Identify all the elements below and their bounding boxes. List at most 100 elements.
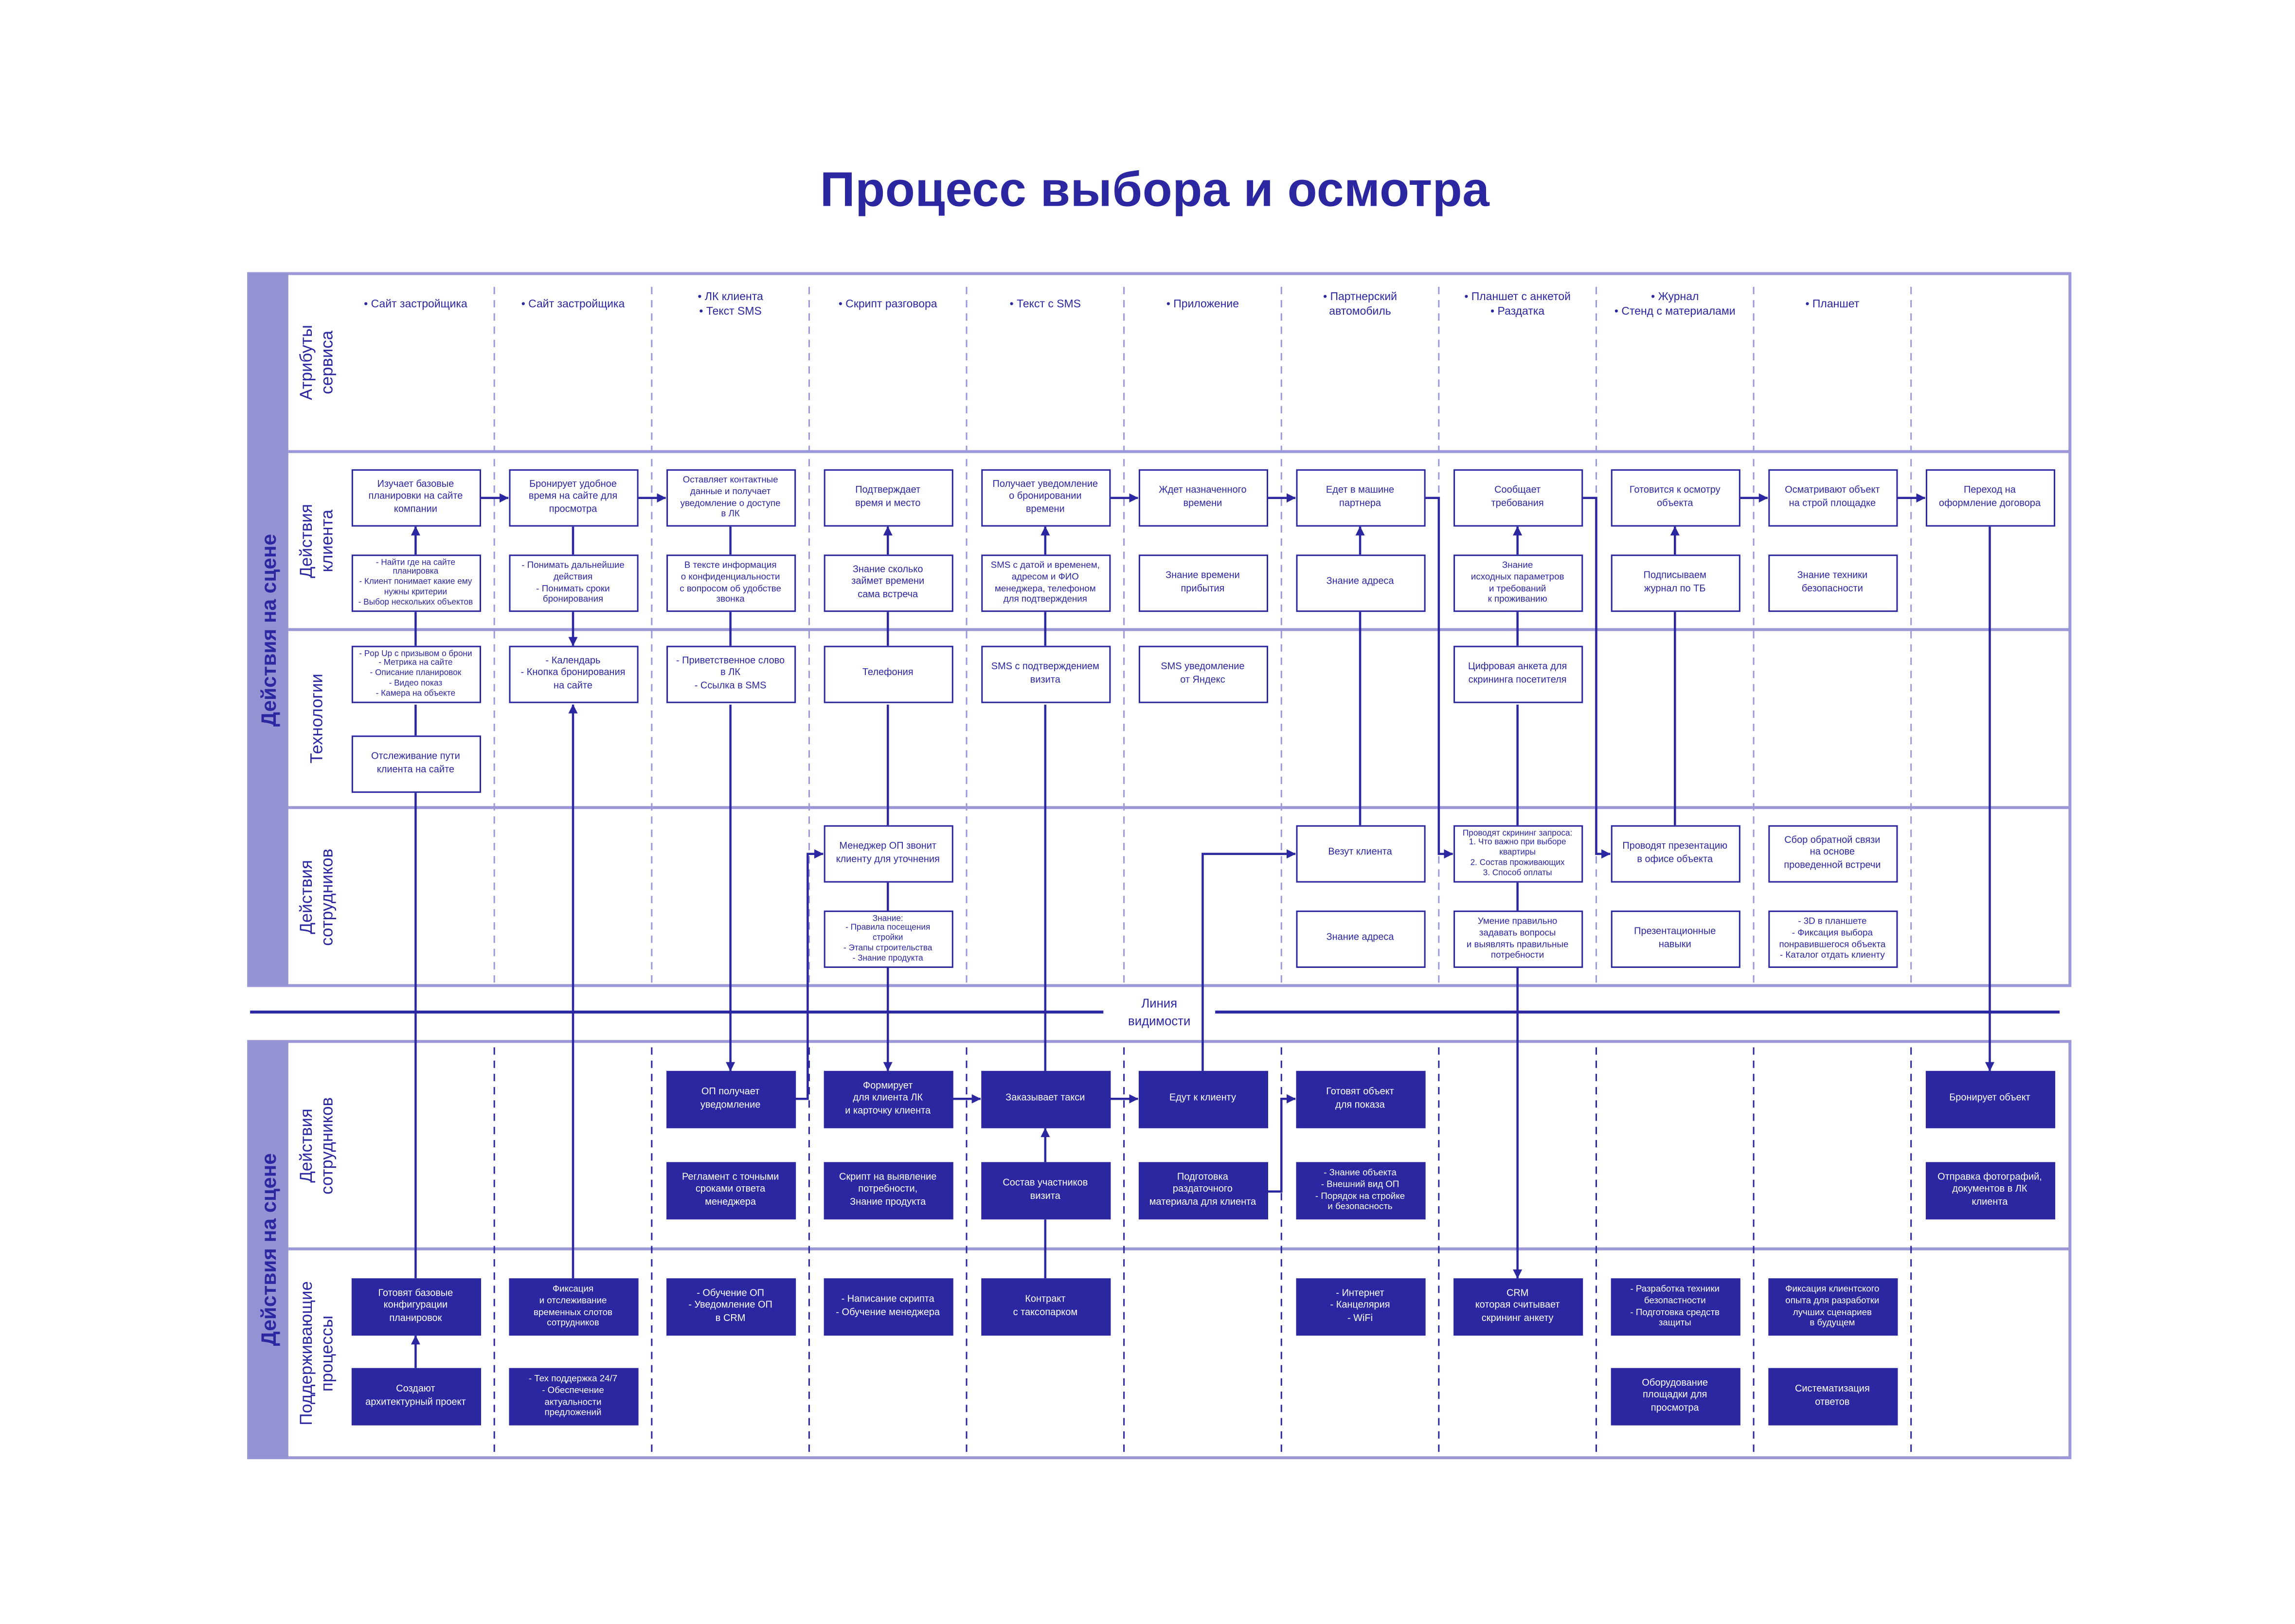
client-knowledge-box: В тексте информация о конфиденциальности…: [665, 554, 795, 612]
support-box: CRM которая считывает скрининг анкету: [1452, 1278, 1582, 1336]
tech-box: Цифровая анкета для скрининга посетителя: [1452, 645, 1582, 703]
backstage-knowledge-box: Скрипт на выявление потребности, Знание …: [823, 1162, 953, 1220]
connector-arrow: [1267, 1094, 1296, 1193]
client-action-box: Подтверждает время и место: [823, 469, 953, 527]
attribute-item: Приложение: [1166, 297, 1239, 312]
backstage-action-box: Едут к клиенту: [1138, 1071, 1268, 1128]
support-box: - Обучение ОП - Уведомление ОП в CRM: [665, 1278, 795, 1336]
connector-arrow: [1582, 497, 1611, 859]
client-knowledge-box: - Найти где на сайте планировка - Клиент…: [351, 554, 481, 612]
tech-box: - Приветственное слово в ЛК - Ссылка в S…: [665, 645, 795, 703]
client-knowledge-box: Знание сколько займет времени сама встре…: [823, 554, 953, 612]
client-knowledge-box: Знание техники безопасности: [1767, 554, 1897, 612]
connector-arrow: [795, 849, 824, 1100]
support-box: Контракт с таксопарком: [980, 1278, 1110, 1336]
onstage-band: [249, 273, 288, 986]
client-knowledge-box: Подписываем журнал по ТБ: [1610, 554, 1740, 612]
attribute-item: Журнал: [1651, 290, 1699, 304]
client-action-box: Изучает базовые планировки на сайте комп…: [351, 469, 481, 527]
backstage-knowledge-box: - Знание объекта - Внешний вид ОП - Поря…: [1295, 1162, 1425, 1220]
client-knowledge-box: - Понимать дальнейшие действия - Понимат…: [508, 554, 638, 612]
client-action-box: Получает уведомление о бронировании врем…: [980, 469, 1110, 527]
tech-box: SMS с подтверждением визита: [980, 645, 1110, 703]
backstage-knowledge-box: Регламент с точными сроками ответа менед…: [665, 1162, 795, 1220]
visibility-line-left: [250, 1010, 1104, 1014]
backstage-action-box: ОП получает уведомление: [665, 1071, 795, 1128]
attribute-item: ЛК клиента: [698, 290, 763, 304]
staff-action-box: Везут клиента: [1295, 825, 1425, 883]
staff-action-box: Менеджер ОП звонит клиенту для уточнения: [823, 825, 953, 883]
support-extra-box: Создают архитектурный проект: [351, 1368, 481, 1426]
attribute-item: Текст с SMS: [1010, 297, 1081, 312]
backstage-knowledge-box: Отправка фотографий, документов в ЛК кли…: [1925, 1162, 2055, 1220]
client-action-box: Бронирует удобное время на сайте для про…: [508, 469, 638, 527]
support-extra-box: - Тех поддержка 24/7 - Обеспечение актуа…: [508, 1368, 638, 1426]
visibility-line-right: [1215, 1010, 2060, 1014]
connector-arrow: [1425, 497, 1453, 859]
tech-box: Телефония: [823, 645, 953, 703]
service-attributes: Скрипт разговора: [811, 286, 965, 324]
client-knowledge-box: SMS с датой и временем, адресом и ФИО ме…: [980, 554, 1110, 612]
attribute-item: Планшет с анкетой: [1464, 290, 1571, 304]
client-action-box: Готовится к осмотру объекта: [1610, 469, 1740, 527]
attribute-item: Скрипт разговора: [839, 297, 937, 312]
tech-box: - Календарь - Кнопка бронирования на сай…: [508, 645, 638, 703]
support-box: - Интернет - Канцелярия - WiFi: [1295, 1278, 1425, 1336]
client-knowledge-box: Знание адреса: [1295, 554, 1425, 612]
service-attributes: [1913, 286, 2066, 324]
attribute-item: Партнерский автомобиль: [1323, 290, 1397, 319]
attribute-item: Стенд с материалами: [1614, 304, 1735, 319]
support-extra-box: Систематизация ответов: [1767, 1368, 1897, 1426]
client-knowledge-box: Знание исходных параметров и требований …: [1452, 554, 1582, 612]
backstage-action-box: Заказывает такси: [980, 1071, 1110, 1128]
support-box: - Разработка техники безопастности - Под…: [1610, 1278, 1740, 1336]
service-attributes: ЛК клиентаТекст SMS: [654, 286, 807, 324]
backstage-knowledge-box: Подготовка раздаточного материала для кл…: [1138, 1162, 1268, 1220]
staff-knowledge-box: Презентационные навыки: [1610, 910, 1740, 968]
support-box: Готовят базовые конфигурации планировок: [351, 1278, 481, 1336]
lane-divider: [288, 628, 2070, 631]
support-box: Фиксация и отслеживание временных слотов…: [508, 1278, 638, 1336]
client-action-box: Оставляет контактные данные и получает у…: [665, 469, 795, 527]
staff-knowledge-box: - 3D в планшете - Фиксация выбора понрав…: [1767, 910, 1897, 968]
tech-box: SMS уведомление от Яндекс: [1138, 645, 1268, 703]
staff-knowledge-box: Умение правильно задавать вопросы и выяв…: [1452, 910, 1582, 968]
support-box: - Написание скрипта - Обучение менеджера: [823, 1278, 953, 1336]
attribute-item: Сайт застройщика: [364, 297, 467, 312]
backstage-knowledge-box: Состав участников визита: [980, 1162, 1110, 1220]
staff-action-box: Проводят презентацию в офисе объекта: [1610, 825, 1740, 883]
service-attributes: Сайт застройщика: [339, 286, 492, 324]
backstage-action-box: Готовят объект для показа: [1295, 1071, 1425, 1128]
client-action-box: Осматривают объект на строй площадке: [1767, 469, 1897, 527]
client-action-box: Переход на оформление договора: [1925, 469, 2055, 527]
lane-divider: [288, 450, 2070, 453]
tech-box: - Pop Up с призывом о брони - Метрика на…: [351, 645, 481, 703]
service-attributes: Приложение: [1126, 286, 1279, 324]
attribute-item: Раздатка: [1490, 304, 1545, 319]
attribute-item: Сайт застройщика: [521, 297, 625, 312]
support-box: Фиксация клиентского опыта для разработк…: [1767, 1278, 1897, 1336]
client-knowledge-box: Знание времени прибытия: [1138, 554, 1268, 612]
lane-divider: [288, 806, 2070, 809]
backstage-action-box: Бронирует объект: [1925, 1071, 2055, 1128]
lane-divider: [288, 1247, 2070, 1250]
staff-action-box: Сбор обратной связи на основе проведенно…: [1767, 825, 1897, 883]
service-attributes: Текст с SMS: [969, 286, 1122, 324]
client-action-box: Сообщает требования: [1452, 469, 1582, 527]
visibility-line-label: Линия видимости: [1128, 996, 1191, 1029]
attribute-item: Текст SMS: [699, 304, 762, 319]
connector-arrow: [1201, 849, 1296, 1071]
service-attributes: Партнерский автомобиль: [1284, 286, 1437, 324]
client-action-box: Едет в машине партнера: [1295, 469, 1425, 527]
service-attributes: Сайт застройщика: [497, 286, 650, 324]
service-attributes: Планшет: [1756, 286, 1909, 324]
client-action-box: Ждет назначенного времени: [1138, 469, 1268, 527]
staff-knowledge-box: Знание: - Правила посещения стройки - Эт…: [823, 910, 953, 968]
attribute-item: Планшет: [1805, 297, 1859, 312]
service-attributes: ЖурналСтенд с материалами: [1598, 286, 1752, 324]
backstage-band: [249, 1041, 288, 1458]
support-extra-box: Оборудование площадки для просмотра: [1610, 1368, 1740, 1426]
